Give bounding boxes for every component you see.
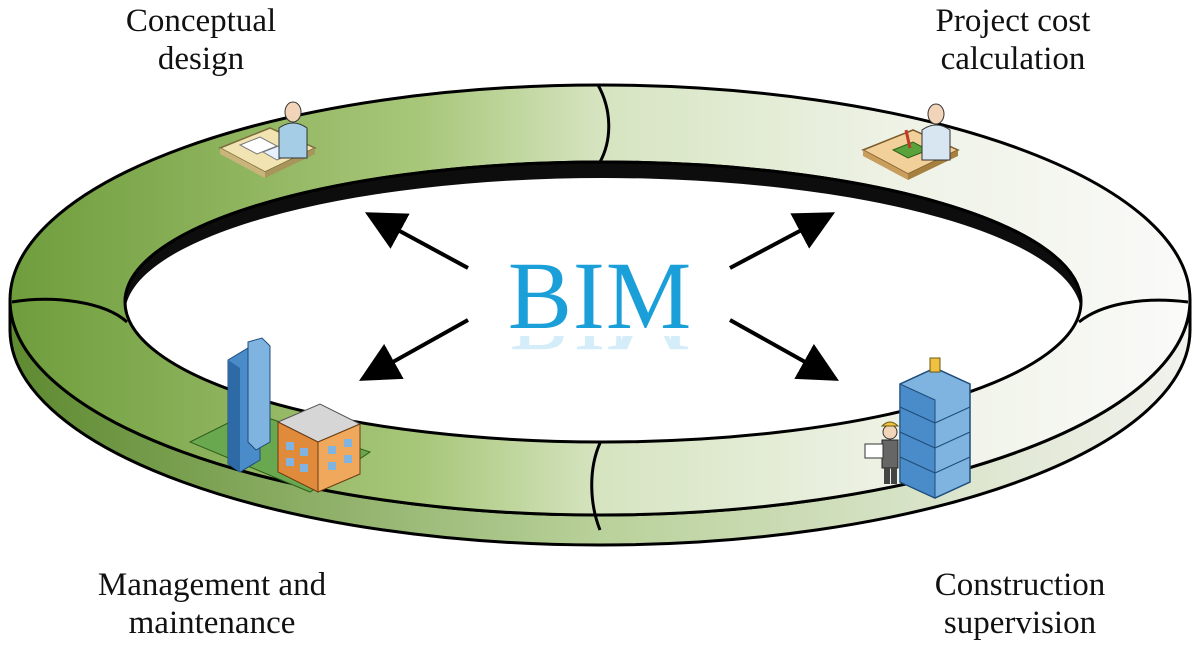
label-management-line2: maintenance (128, 605, 296, 641)
label-construction-line1: Construction (934, 567, 1106, 603)
label-project-cost: Project cost calculation (908, 2, 1118, 78)
arrow-to-management (359, 318, 469, 381)
bim-center-reflection: BIM (470, 336, 730, 366)
designer-at-desk-icon (218, 101, 317, 178)
label-conceptual-design: Conceptual design (96, 2, 306, 78)
label-construction: Construction supervision (905, 566, 1135, 642)
label-project-cost-line1: Project cost (935, 3, 1091, 39)
label-management-line1: Management and (97, 567, 327, 603)
arrow-to-conceptual-design (364, 212, 469, 270)
bim-center-label: BIM (507, 242, 693, 349)
label-conceptual-design-line1: Conceptual (125, 3, 277, 39)
divider-left (11, 297, 129, 324)
label-conceptual-design-line2: design (157, 41, 245, 77)
divider-right (1078, 298, 1189, 324)
buildings-icon (188, 337, 372, 493)
accountant-at-desk-icon (861, 103, 960, 180)
arrow-to-project-cost (729, 212, 836, 270)
divider-bottom (590, 442, 602, 531)
label-construction-line2: supervision (943, 605, 1097, 641)
label-management: Management and maintenance (62, 566, 362, 642)
divider-top (596, 84, 611, 163)
label-project-cost-line2: calculation (940, 41, 1086, 77)
arrow-to-construction (729, 318, 839, 381)
worker-and-building-icon (864, 357, 971, 499)
